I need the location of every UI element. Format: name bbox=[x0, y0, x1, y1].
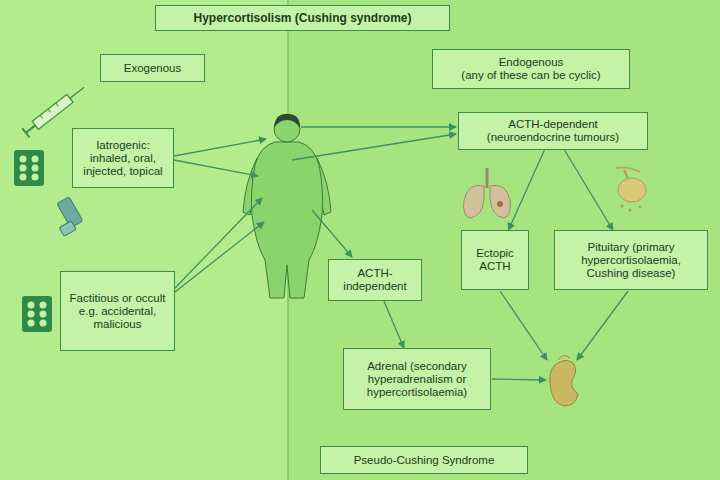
flow-arrow bbox=[577, 291, 628, 360]
pituitary-icon bbox=[616, 168, 646, 212]
process-box: ACTH-dependent(neuroendocrine tumours) bbox=[458, 112, 648, 150]
node-text: ACTH-dependent bbox=[508, 118, 598, 131]
edge-arrow bbox=[508, 150, 544, 230]
node-text: Pseudo-Cushing Syndrome bbox=[354, 454, 495, 467]
node-text: Endogenous bbox=[499, 56, 564, 69]
process-box: Pseudo-Cushing Syndrome bbox=[320, 446, 528, 474]
node-text: Adrenal (secondary hyperadrenalism or hy… bbox=[349, 360, 485, 399]
endogenous-panel bbox=[288, 0, 720, 480]
flow-arrow bbox=[500, 291, 547, 360]
flow-arrow bbox=[174, 160, 258, 176]
flow-arrow bbox=[175, 222, 264, 292]
process-box: Endogenous(any of these can be cyclic) bbox=[432, 49, 630, 89]
flow-arrow bbox=[301, 126, 456, 127]
pill-pack-icon bbox=[14, 150, 44, 186]
node-text: Ectopic ACTH bbox=[467, 247, 523, 273]
person-figure bbox=[243, 114, 331, 298]
edge-arrow bbox=[384, 301, 404, 348]
flow-arrow bbox=[292, 134, 456, 160]
process-box: Exogenous bbox=[100, 54, 205, 82]
process-box: Pituitary (primary hypercortisolaemia, C… bbox=[554, 230, 708, 290]
flow-arrow bbox=[174, 139, 266, 156]
kidney-icon bbox=[550, 355, 578, 406]
edge-arrow bbox=[564, 150, 612, 230]
node-text: Iatrogenic: inhaled, oral, injected, top… bbox=[78, 139, 168, 178]
process-box: Ectopic ACTH bbox=[461, 230, 529, 290]
node-text: ACTH-independent bbox=[334, 267, 416, 293]
pill-pack-icon bbox=[22, 296, 52, 332]
flow-arrow bbox=[312, 210, 352, 257]
flow-arrow bbox=[492, 379, 546, 380]
node-text: Exogenous bbox=[124, 62, 182, 75]
node-text: (neuroendocrine tumours) bbox=[487, 131, 619, 144]
title-box: Hypercortisolism (Cushing syndrome) bbox=[155, 5, 450, 31]
process-box: Adrenal (secondary hyperadrenalism or hy… bbox=[343, 348, 491, 410]
exogenous-panel bbox=[0, 0, 288, 480]
inhaler-icon bbox=[48, 197, 85, 237]
process-box: Factitious or occult e.g. accidental, ma… bbox=[60, 271, 175, 351]
node-text: Pituitary (primary hypercortisolaemia, C… bbox=[560, 241, 702, 280]
process-box: ACTH-independent bbox=[328, 259, 422, 301]
node-text: Factitious or occult e.g. accidental, ma… bbox=[66, 292, 169, 331]
lungs-icon bbox=[464, 168, 511, 218]
process-box: Iatrogenic: inhaled, oral, injected, top… bbox=[72, 128, 174, 188]
node-text: (any of these can be cyclic) bbox=[461, 69, 600, 82]
flow-arrow bbox=[175, 198, 262, 288]
